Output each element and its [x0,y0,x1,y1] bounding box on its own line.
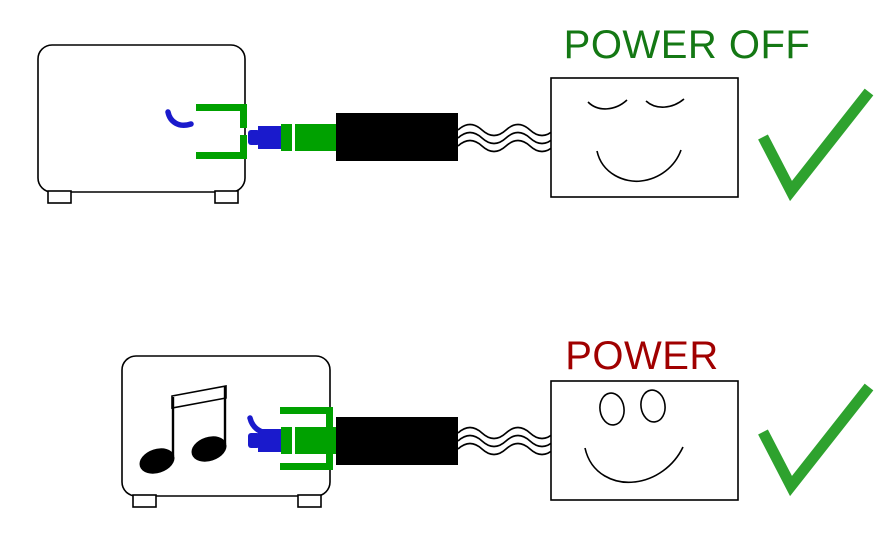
closed-eye-left-icon [587,99,628,110]
plug-tip [248,433,260,448]
note-head-right [191,436,227,462]
device-foot-left [132,494,157,508]
power-on-label: POWER [565,334,719,378]
power-off-label: POWER OFF [564,23,811,67]
plug-tip [248,130,260,145]
plug-neck [295,124,336,151]
plug-collar [281,124,292,151]
jack-contact-icon [165,109,194,128]
open-eye-left-icon [599,392,625,426]
socket-lip-top [240,104,247,128]
audio-plug-icon [248,113,458,161]
socket-bar-top [280,407,333,414]
closed-eye-right-icon [645,98,685,108]
cable-line [457,426,555,440]
cable-line [457,434,555,448]
plug-handle [336,113,458,161]
device-foot-left [47,190,72,204]
power-unit [550,380,739,501]
plug-handle [336,417,458,465]
checkmark-icon [758,383,874,497]
device-foot-right [214,190,239,204]
power-unit-box [550,380,739,501]
socket-bar-bottom [196,152,247,159]
socket-bar-top [196,104,247,111]
scene-power-on: POWER [121,334,874,508]
plug-ring [258,126,281,149]
note-beam [171,385,227,409]
note-head-left [139,448,175,474]
jack-socket-icon [280,407,333,470]
cable-line [457,442,555,456]
socket-lip-bottom [326,446,333,470]
cable-line [457,139,555,153]
smile-icon [584,446,684,484]
power-unit [550,77,739,198]
socket-bar-bottom [280,463,333,470]
music-note-icon [139,385,227,474]
socket-lip-bottom [240,135,247,159]
cable-line [457,123,555,137]
audio-plug-icon [248,417,458,465]
open-eye-right-icon [640,389,666,423]
smile-icon [596,149,682,183]
plug-neck [295,427,336,454]
power-unit-box [550,77,739,198]
jack-socket-icon [196,104,247,159]
audio-device [37,44,247,204]
socket-lip-top [326,407,333,431]
cable-icon [457,123,555,153]
cable-line [457,131,555,145]
cable-icon [457,426,555,456]
device-body [37,44,246,193]
scene-power-off: POWER OFF [37,23,874,204]
device-foot-right [297,494,322,508]
plug-ring [258,429,281,452]
plug-collar [281,427,292,454]
checkmark-icon [758,88,874,202]
